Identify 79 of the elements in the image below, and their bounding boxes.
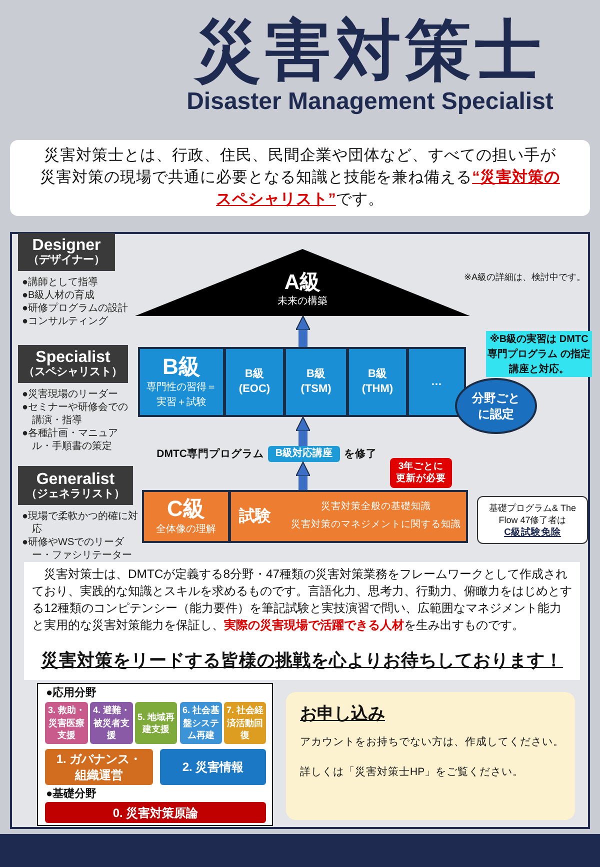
- circle-text: 分野ごとに認定: [470, 390, 521, 422]
- application-heading: お申し込み: [300, 703, 385, 725]
- role-subtitle: （デザイナー）: [28, 254, 105, 267]
- headline: 災害対策をリードする皆様の挑戦を心よりお待ちしております！: [41, 649, 563, 672]
- field-text: 5. 地域再建支援: [136, 710, 176, 736]
- description-text: 災害対策士は、DMTCが定義する8分野・47種類の災害対策業務をフレームワークとして作成されており、実践的な知識とスキルを求めるものです。言語化力、思考力、行動力、俯瞰力をはじめとする12種類のコンピテンシー（能力要件）を筆記試験と実技演習で問い、広範囲なマネジメント能力と実用的な災害対策能力を保証し、実際の災害現場で活躍できる人材を生み出すものです。: [32, 566, 572, 634]
- arrow: [296, 416, 310, 446]
- role-subtitle: （ジェネラリスト）: [26, 488, 125, 500]
- bullet-item: ●コンサルティング: [22, 315, 110, 328]
- field-text: 3. 救助・災害医療支援: [46, 704, 86, 742]
- exemption-text: 基礎プログラム& The Flow 47修了者は: [488, 502, 577, 526]
- field-text: 7. 社会経済活動回復: [225, 704, 264, 742]
- grade-cell: [408, 347, 466, 417]
- grade-cell: [285, 347, 348, 417]
- subtitle: Disaster Management Specialist: [186, 88, 554, 116]
- exam-text: 災害対策のマネジメントに関する知識: [290, 518, 462, 532]
- exam-title: 試験: [239, 506, 271, 527]
- field-text: 0. 災害対策原論: [112, 804, 200, 820]
- badge-text: B級対応講座: [275, 447, 333, 461]
- field-box: [45, 802, 266, 823]
- grade-box: [142, 490, 230, 543]
- grade-text: B級 (EOC): [238, 367, 272, 397]
- role-title: Generalist: [36, 470, 115, 488]
- bullet-item: ●研修プログラムの設計: [22, 302, 130, 315]
- bullet-item: ●現場で柔軟かつ的確に対応: [22, 510, 140, 536]
- role-subtitle: （スペシャリスト）: [24, 366, 122, 379]
- exam-box: [230, 490, 468, 543]
- badge-text: 3年ごとに更新が必要: [395, 461, 447, 485]
- application-text: アカウントをお持ちでない方は、作成してください。: [300, 735, 564, 750]
- role-title: Specialist: [36, 349, 110, 366]
- field-text: 4. 避難・被災者支援: [92, 704, 131, 742]
- grade-text: B級 (THM): [360, 367, 394, 397]
- field-text: 6. 社会基盤システム再建: [181, 704, 220, 742]
- bullet-item: ●B級人材の育成: [22, 289, 96, 302]
- note-text: ※B級の実習は DMTC専門プログラム の指定講座と対応。: [486, 332, 592, 376]
- renewal-badge: [390, 458, 452, 488]
- exam-text: 災害対策全般の基礎知識: [320, 500, 432, 514]
- bullet-item: ●災害現場のリーダー: [22, 388, 120, 401]
- bullet-item: ●各種計画・マニュアル・手順書の策定: [22, 427, 120, 453]
- grade-cell: [225, 347, 285, 417]
- intro-text: 災害対策士とは、行政、住民、民間企業や団体など、すべての担い手が災害対策の現場で共通に必要となる知識と技能を兼ね備える“災害対策のスペシャリスト”です。: [40, 146, 560, 210]
- grade-text: …: [430, 374, 443, 390]
- grade-text: 未来の構築: [278, 294, 328, 308]
- section-heading: ●基礎分野: [46, 787, 97, 801]
- course-text: DMTC専門プログラム: [156, 447, 264, 461]
- section-heading: ●応用分野: [46, 686, 97, 700]
- exemption-text: C級試験免除: [504, 526, 561, 538]
- course-text: を修了: [344, 447, 377, 461]
- bullet-item: ●研修やWSでのリーダー・ファシリテーター: [22, 536, 133, 562]
- arrow: [296, 316, 310, 347]
- intro-box: [10, 140, 590, 216]
- field-text: 2. 災害情報: [181, 759, 245, 775]
- role-label-box: [18, 233, 115, 271]
- role-label-box: [18, 345, 128, 383]
- exemption-box: [477, 496, 588, 544]
- application-text: 詳しくは「災害対策士HP」をご覧ください。: [300, 765, 524, 780]
- role-title: Designer: [32, 237, 101, 254]
- arrow: [296, 462, 310, 490]
- text-panel: [24, 562, 580, 680]
- grade-title: A級: [284, 270, 321, 294]
- grade-text: 専門性の習得＝実習＋試験: [146, 380, 216, 410]
- field-box: [160, 749, 266, 785]
- grade-text: B級 (TSM): [300, 367, 332, 397]
- field-box: [45, 749, 153, 785]
- grade-box: [138, 347, 225, 417]
- course-badge: [268, 446, 340, 462]
- field-text: 1. ガバナンス・組織運営: [55, 751, 143, 783]
- bullet-item: ●講師として指導: [22, 276, 100, 289]
- grade-text: 全体像の理解: [156, 523, 216, 537]
- application-box: [286, 692, 575, 820]
- field-panel: [37, 683, 273, 826]
- grade-title: B級: [162, 354, 200, 380]
- grade-title: C級: [167, 496, 205, 522]
- grade-cell: [348, 347, 408, 417]
- title: 災害対策士: [192, 12, 546, 89]
- note-text: ※A級の詳細は、検討中です。: [464, 271, 587, 284]
- bullet-item: ●セミナーや研修会での講演・指導: [22, 401, 130, 427]
- role-label-box: [18, 466, 133, 505]
- field-box: [135, 702, 177, 744]
